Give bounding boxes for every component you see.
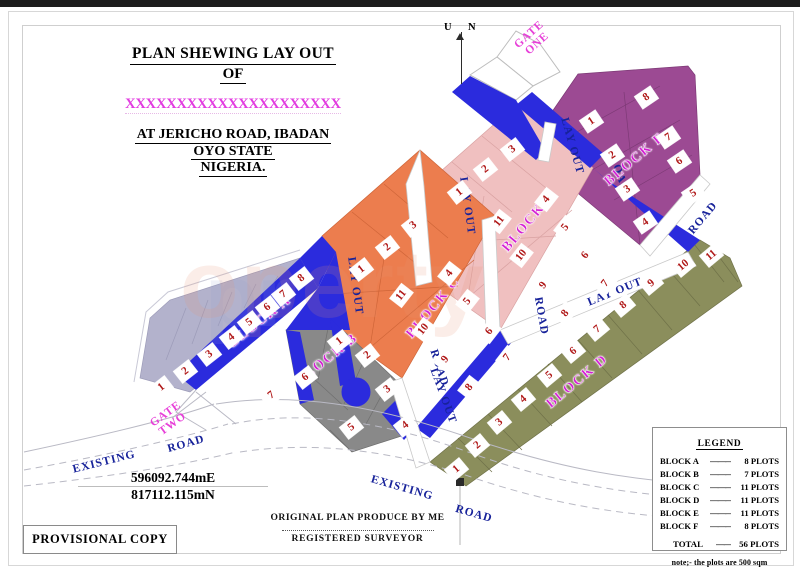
title-block: PLAN SHEWING LAY OUT OF XXXXXXXXXXXXXXXX… bbox=[108, 45, 358, 178]
surveyor-note: ORIGINAL PLAN PRODUCE BY ME bbox=[270, 512, 445, 523]
provisional-copy-stamp: PROVISIONAL COPY bbox=[23, 525, 177, 554]
legend-block-plots: 7 PLOTS bbox=[744, 469, 779, 480]
legend-row-block-a: BLOCK A ——— 8 PLOTS bbox=[660, 455, 779, 468]
legend-block-plots: 11 PLOTS bbox=[740, 482, 779, 493]
legend-block-name: BLOCK A bbox=[660, 456, 699, 466]
surveyor-signature-block: ORIGINAL PLAN PRODUCE BY ME REGISTERED S… bbox=[245, 512, 470, 544]
legend-total-label: TOTAL bbox=[673, 539, 703, 550]
north-arrow-head bbox=[456, 33, 464, 40]
north-arrow-right-label: N bbox=[468, 22, 476, 33]
page-title: PLAN SHEWING LAY OUT bbox=[130, 45, 336, 65]
coordinate-northing: 817112.115mN bbox=[131, 486, 215, 502]
legend-row-block-e: BLOCK E ——— 11 PLOTS bbox=[660, 507, 779, 520]
legend-block-plots: 11 PLOTS bbox=[740, 508, 779, 519]
north-arrow-shaft bbox=[461, 32, 463, 84]
top-black-band bbox=[0, 0, 800, 7]
legend-total-dash: ——— bbox=[716, 539, 731, 550]
legend-row-block-c: BLOCK C ——— 11 PLOTS bbox=[660, 481, 779, 494]
coordinate-readout: 596092.744mE 817112.115mN bbox=[78, 470, 268, 503]
location-line-1: AT JERICHO ROAD, IBADAN bbox=[134, 127, 332, 144]
location-line-3: NIGERIA. bbox=[198, 160, 268, 178]
masked-owner-name: XXXXXXXXXXXXXXXXXXXXX bbox=[125, 96, 341, 114]
legend-total-value: 56 PLOTS bbox=[739, 539, 779, 550]
legend-dash: ——— bbox=[710, 495, 731, 506]
gate-two-access bbox=[175, 389, 207, 431]
legend-row-block-b: BLOCK B ——— 7 PLOTS bbox=[660, 468, 779, 481]
legend-dash: ——— bbox=[710, 521, 731, 532]
location-line-2: OYO STATE bbox=[191, 143, 275, 161]
legend-box: LEGEND BLOCK A ——— 8 PLOTS BLOCK B ——— 7 PLOT… bbox=[652, 427, 787, 567]
legend-dash: ——— bbox=[710, 469, 731, 480]
legend-block-name: BLOCK C bbox=[660, 482, 700, 493]
legend-block-name: BLOCK D bbox=[660, 495, 700, 506]
legend-block-plots: 11 PLOTS bbox=[740, 495, 779, 506]
surveyor-title: REGISTERED SURVEYOR bbox=[291, 533, 424, 544]
location-block: AT JERICHO ROAD, IBADAN OYO STATE NIGERI… bbox=[108, 127, 358, 178]
legend-title: LEGEND bbox=[695, 439, 744, 450]
north-arrow-left-label: U bbox=[444, 22, 452, 33]
coordinate-easting: 596092.744mE bbox=[78, 470, 268, 487]
legend-block-plots: 8 PLOTS bbox=[744, 456, 779, 466]
legend-block-name: BLOCK E bbox=[660, 508, 699, 519]
legend-dash: ——— bbox=[710, 482, 731, 493]
north-arrow: U N bbox=[444, 22, 480, 84]
surveyor-signature-line bbox=[281, 530, 434, 531]
title-of: OF bbox=[219, 66, 247, 84]
legend-note: note;- the plots are 500 sqm bbox=[671, 558, 768, 568]
legend-dash: ——— bbox=[710, 456, 731, 466]
legend-dash: ——— bbox=[710, 508, 731, 519]
legend-block-name: BLOCK B bbox=[660, 469, 699, 480]
legend-total-row: TOTAL ——— 56 PLOTS bbox=[660, 539, 779, 549]
legend-block-plots: 8 PLOTS bbox=[744, 521, 779, 532]
legend-row-block-d: BLOCK D ——— 11 PLOTS bbox=[660, 494, 779, 507]
survey-beacon-marker bbox=[456, 478, 464, 486]
legend-row-block-f: BLOCK F ——— 8 PLOTS bbox=[660, 520, 779, 533]
legend-block-name: BLOCK F bbox=[660, 521, 699, 532]
